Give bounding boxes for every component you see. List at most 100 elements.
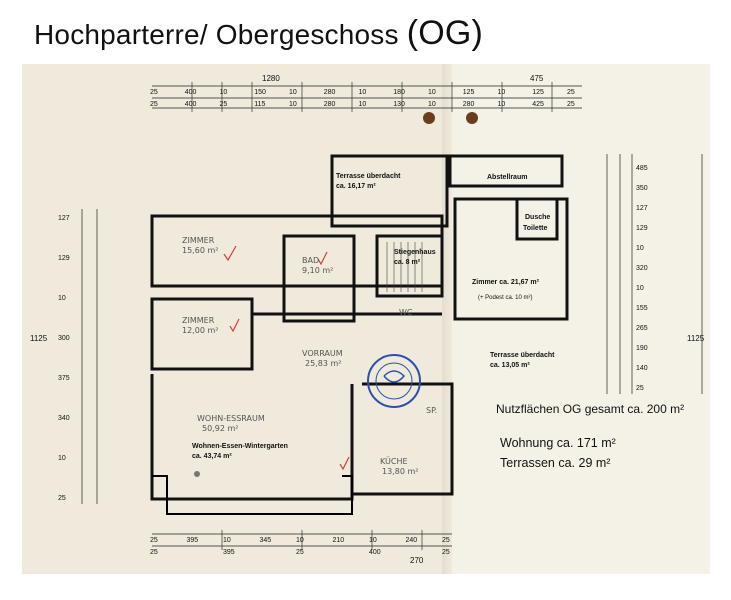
hw-kueche: KÜCHE xyxy=(380,457,408,466)
dim-top-row1-5: 280 xyxy=(323,89,336,96)
dim-bottom-row2-0: 25 xyxy=(150,549,158,556)
dim-top-row1-12: 25 xyxy=(567,89,575,96)
dim-bottom-row1-5: 210 xyxy=(332,537,345,544)
dim-right-col-0: 485 xyxy=(636,165,648,172)
hw-zimmer2: ZIMMER xyxy=(182,316,215,325)
hw-wohn-area: 50,92 m² xyxy=(202,424,239,433)
dim-right-col-1: 350 xyxy=(636,185,648,192)
dim-bottom-row2-4: 25 xyxy=(442,549,450,556)
wall-wohnen xyxy=(150,374,354,501)
label-terrasse-right: Terrasse überdacht xyxy=(490,352,555,359)
dim-right-col-3: 129 xyxy=(636,225,648,232)
dim-bottom-row2-1: 395 xyxy=(223,549,235,556)
post-marker-2 xyxy=(466,112,478,124)
label-stiegenhaus-area: ca. 8 m² xyxy=(394,259,421,266)
summary-wohnung-prefix: Wohnung ca. xyxy=(500,436,577,450)
label-zimmer-podest: (+ Podest ca. 10 m²) xyxy=(478,295,533,301)
label-dusche: Dusche xyxy=(525,214,551,221)
wall-terrasse-top xyxy=(330,154,449,228)
dim-right-col-10: 140 xyxy=(636,365,648,372)
dim-left-col-7: 25 xyxy=(58,495,66,502)
label-wohnen: Wohnen-Essen-Wintergarten xyxy=(192,443,288,450)
hw-wc: WC xyxy=(399,308,413,317)
summary-wohnung-unit: m² xyxy=(597,436,616,450)
dim-top-row2-7: 130 xyxy=(393,101,405,108)
dim-top-row2-5: 280 xyxy=(323,101,336,108)
hw-vorraum: VORRAUM xyxy=(302,349,343,358)
hw-zimmer2-area: 12,00 m² xyxy=(182,326,219,335)
label-terrasse-top: Terrasse überdacht xyxy=(336,173,401,180)
hw-bad-area: 9,10 m² xyxy=(302,266,334,275)
dim-top-row1-1: 400 xyxy=(184,89,197,96)
dim-bottom-row2-2: 25 xyxy=(296,549,304,556)
dim-bottom-row1-1: 395 xyxy=(186,537,199,544)
dim-top-row2-1: 400 xyxy=(184,101,197,108)
dim-bottom-extra: 270 xyxy=(410,556,424,565)
dim-top-row2-12: 25 xyxy=(567,101,575,108)
summary-wohnung: Wohnung ca. 171 m² xyxy=(500,436,616,450)
dim-left-col-2: 10 xyxy=(58,295,66,302)
dim-right-total: 1125 xyxy=(687,334,705,343)
label-stiegenhaus: Stiegenhaus xyxy=(394,249,436,256)
label-toilette: Toilette xyxy=(523,225,548,232)
summary-nutzflaeche: Nutzflächen OG gesamt ca. 200 m² xyxy=(496,402,685,416)
dim-left-col-5: 340 xyxy=(58,415,70,422)
dim-top-row1-11: 125 xyxy=(532,89,544,96)
red-checkmarks xyxy=(223,245,350,471)
dim-right-col-5: 320 xyxy=(636,265,648,272)
dim-top-row1-0: 25 xyxy=(150,89,158,96)
dim-top-total: 1280 xyxy=(262,74,280,83)
dim-top-row2-9: 280 xyxy=(462,101,475,108)
point-marker xyxy=(194,471,200,477)
dim-top-row1-8: 10 xyxy=(428,89,436,96)
summary-wohnung-value: 171 xyxy=(576,436,598,450)
dim-left-col-1: 129 xyxy=(58,255,70,262)
plan-drawing xyxy=(81,82,703,550)
dim-top-row1-9: 125 xyxy=(462,89,475,96)
dim-ticks xyxy=(191,82,553,550)
dim-bottom-row1-3: 345 xyxy=(259,537,272,544)
dim-top-row2-0: 25 xyxy=(150,101,158,108)
label-terrasse-top-area: ca. 16,17 m² xyxy=(336,183,376,190)
dim-right-col-4: 10 xyxy=(636,245,644,252)
hw-kueche-area: 13,80 m² xyxy=(382,467,419,476)
wall-abstellraum xyxy=(448,154,564,188)
dim-right-col-11: 25 xyxy=(636,385,644,392)
post-marker-1 xyxy=(423,112,435,124)
dim-bottom-row1-8: 25 xyxy=(442,537,450,544)
label-wohnen-area: ca. 43,74 m² xyxy=(192,453,232,460)
dim-top-row2-3: 115 xyxy=(254,101,266,108)
dim-top-row2-8: 10 xyxy=(428,101,436,108)
dim-top-row2-10: 10 xyxy=(497,101,506,108)
label-terrasse-right-area: ca. 13,05 m² xyxy=(490,362,530,369)
walls xyxy=(150,154,569,501)
dim-bottom-row1-4: 10 xyxy=(296,537,304,544)
title-main: Hochparterre/ Obergeschoss xyxy=(34,19,407,50)
dim-right-col-8: 265 xyxy=(636,325,648,332)
dim-top-right: 475 xyxy=(530,74,544,83)
wintergarten-outline xyxy=(152,475,353,515)
hw-zimmer1-area: 15,60 m² xyxy=(182,246,219,255)
dim-top-row2-11: 425 xyxy=(532,101,544,108)
dim-top-row2-6: 10 xyxy=(358,101,367,108)
dim-bottom-row2-3: 400 xyxy=(369,549,381,556)
dim-top-row2-2: 25 xyxy=(219,101,228,108)
dim-left-total: 1125 xyxy=(30,334,48,343)
dim-right-col-7: 155 xyxy=(636,305,648,312)
dim-top-row1-2: 10 xyxy=(219,89,228,96)
hw-sp: SP. xyxy=(426,406,438,415)
dim-top-row1-4: 10 xyxy=(289,89,297,96)
label-abstellraum: Abstellraum xyxy=(487,174,528,181)
dim-top-row1-7: 180 xyxy=(393,89,405,96)
dim-bottom-row1-2: 10 xyxy=(223,537,231,544)
wall-stiegenhaus xyxy=(375,234,444,298)
label-zimmer-right: Zimmer ca. 21,67 m² xyxy=(472,279,539,286)
stamp xyxy=(367,354,421,408)
dim-left-col-0: 127 xyxy=(58,215,70,222)
wall-kueche xyxy=(352,382,454,496)
dim-top-row1-10: 10 xyxy=(497,89,506,96)
dim-bottom-row1-7: 240 xyxy=(405,537,418,544)
dim-bottom-row1-6: 10 xyxy=(369,537,377,544)
dim-top-row2-4: 10 xyxy=(289,101,297,108)
dim-right-col-2: 127 xyxy=(636,205,648,212)
